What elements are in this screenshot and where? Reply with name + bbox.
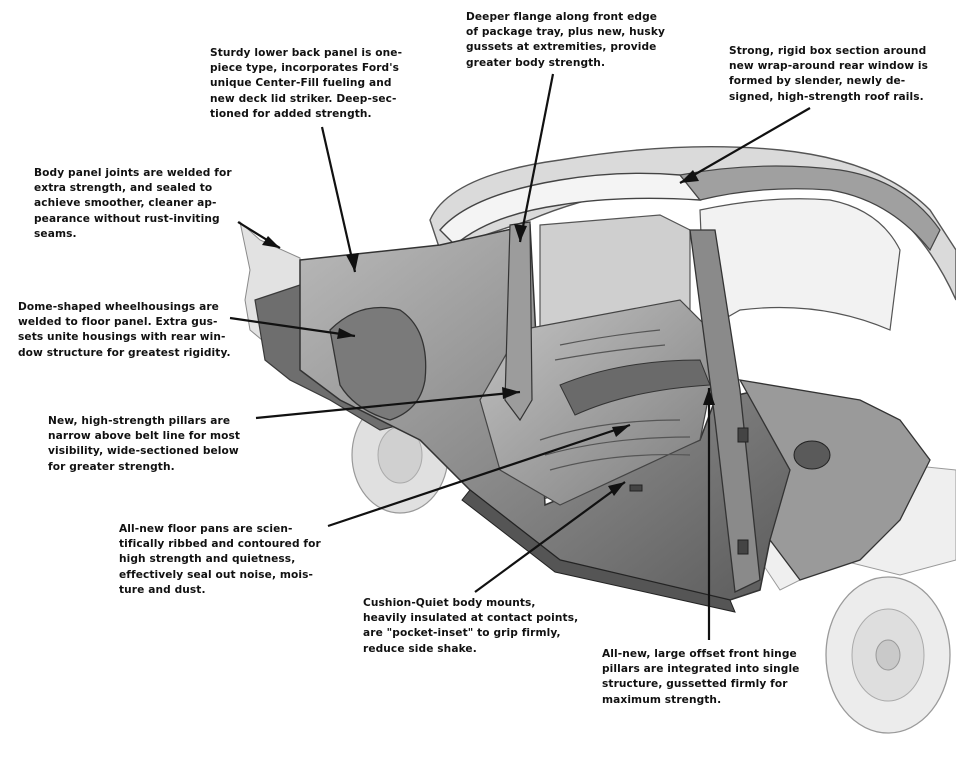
front-wheel: [825, 576, 951, 734]
rear-side-window: [699, 198, 901, 332]
rocker-sill: [461, 489, 736, 613]
body-mount-pockets: [629, 427, 749, 555]
callout-panel-joints: Body panel joints are welded for extra s…: [34, 167, 232, 240]
callout-lower-back-panel: Sturdy lower back panel is one- piece ty…: [210, 47, 403, 120]
roof-rail: [678, 165, 941, 252]
callout-body-mounts: Cushion-Quiet body mounts, heavily insul…: [363, 597, 579, 655]
cowl-structure: [738, 379, 931, 581]
cowl-round-opening: [793, 440, 831, 470]
leader-pillars: [255, 390, 521, 420]
callout-wheelhousings: Dome-shaped wheelhousings are welded to …: [18, 301, 231, 359]
center-pillar: [504, 221, 533, 422]
floor-ribs: [539, 329, 691, 471]
leader-lower-back-panel: [320, 126, 357, 273]
driveshaft-tunnel: [559, 359, 711, 416]
leader-wheelhousings: [229, 316, 356, 338]
leader-package-tray: [518, 73, 555, 243]
leader-body-mounts: [474, 481, 626, 593]
callout-pillars: New, high-strength pillars are narrow ab…: [48, 415, 241, 473]
callout-roof-rails: Strong, rigid box section around new wra…: [729, 45, 929, 103]
callout-hinge-pillars: All-new, large offset front hinge pillar…: [602, 648, 800, 706]
leader-floor-pans: [327, 423, 631, 528]
callout-floor-pans: All-new floor pans are scien- tifically …: [119, 523, 321, 596]
leader-roof-rails: [679, 107, 811, 184]
front-hinge-pillar: [689, 229, 761, 593]
callout-package-tray: Deeper flange along front edge of packag…: [466, 11, 665, 69]
